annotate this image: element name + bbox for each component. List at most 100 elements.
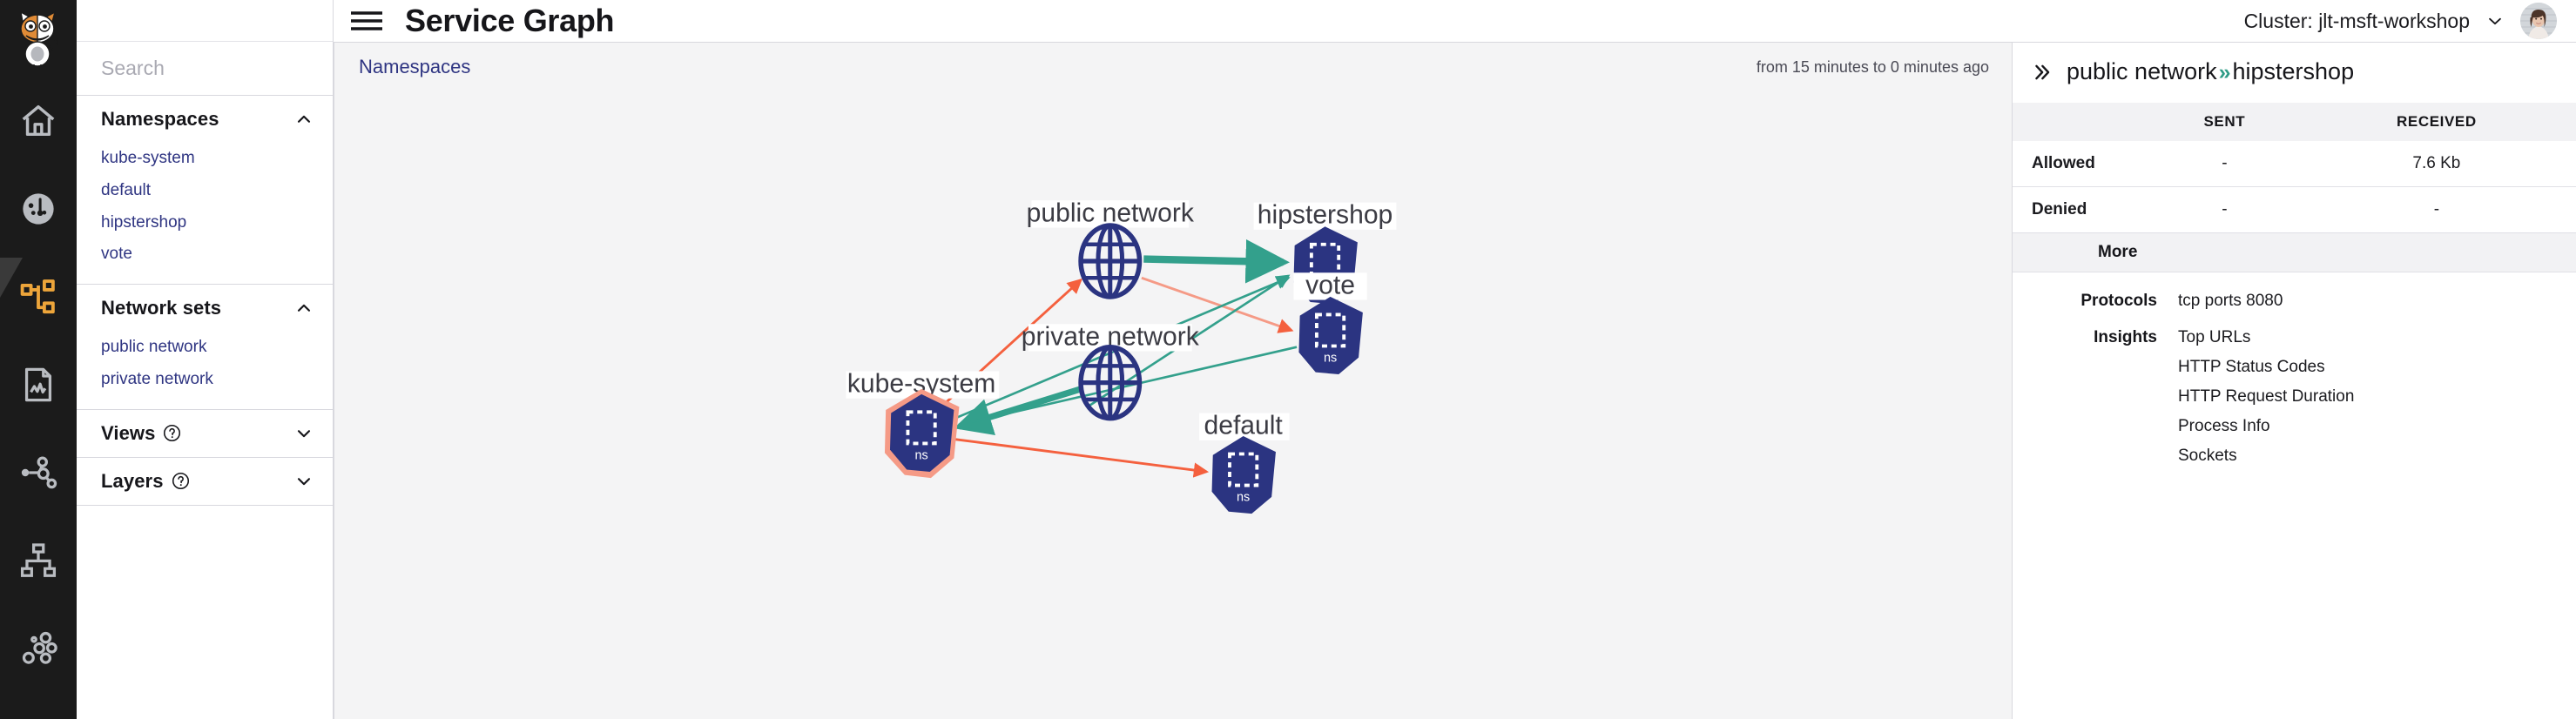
- home-icon: [22, 104, 55, 136]
- section-title-network-sets: Network sets: [101, 297, 222, 319]
- main-column: Service Graph Cluster: jlt-msft-workshop: [334, 0, 2576, 719]
- allowed-received-value: 7.6 Kb: [2412, 154, 2461, 172]
- table-header-received: RECEIVED: [2296, 103, 2576, 141]
- rail-item-nodes[interactable]: [0, 604, 77, 692]
- sidebar-item-private-network[interactable]: private network: [101, 369, 213, 388]
- detail-target-label[interactable]: hipstershop: [2232, 58, 2355, 84]
- graph-node-label-hipstershop: hipstershop: [1258, 201, 1393, 230]
- graph-toolbar: Namespaces from 15 minutes to 0 minutes …: [334, 43, 2012, 91]
- chevron-up-icon[interactable]: [294, 110, 314, 129]
- edge-vote-to-kube-system[interactable]: [957, 346, 1298, 429]
- chevron-down-icon[interactable]: [294, 424, 314, 443]
- graph-node-private-network[interactable]: private network: [1022, 322, 1200, 418]
- share-nodes-icon: [21, 456, 57, 488]
- more-section-header[interactable]: More: [2013, 233, 2576, 272]
- graph-node-label-default: default: [1204, 412, 1283, 440]
- insight-process-info[interactable]: Process Info: [2178, 417, 2270, 435]
- sidebar-search-row: [77, 42, 418, 96]
- edge-public-network-to-hipstershop[interactable]: [1143, 239, 1290, 284]
- cluster-selector-label[interactable]: Cluster: jlt-msft-workshop: [2243, 9, 2470, 32]
- question-circle-icon[interactable]: [172, 472, 190, 490]
- denied-received-value: -: [2433, 200, 2440, 218]
- insights-row: Insights Top URLs HTTP Status Codes HTTP…: [2013, 311, 2576, 466]
- sidebar-item-kube-system[interactable]: kube-system: [101, 149, 195, 167]
- insights-label: Insights: [2094, 328, 2157, 346]
- sidebar-item-hipstershop[interactable]: hipstershop: [101, 212, 187, 232]
- rail-item-logs[interactable]: [0, 340, 77, 428]
- section-title-layers: Layers: [101, 470, 190, 493]
- chevron-double-right-icon: »: [2218, 60, 2231, 84]
- section-title-views: Views: [101, 422, 181, 445]
- insight-sockets[interactable]: Sockets: [2178, 447, 2237, 465]
- breadcrumb[interactable]: Namespaces: [359, 56, 471, 77]
- section-title-layers-label: Layers: [101, 469, 164, 492]
- avatar[interactable]: [2520, 3, 2557, 39]
- search-input[interactable]: [101, 57, 359, 80]
- sidebar-section-views: Views: [77, 410, 333, 458]
- graph-node-label-vote: vote: [1305, 271, 1355, 299]
- table-row: Allowed - 7.6 Kb: [2013, 141, 2576, 187]
- section-header-layers[interactable]: Layers: [77, 458, 333, 505]
- insights-values: Top URLs HTTP Status Codes HTTP Request …: [2178, 328, 2354, 466]
- row-label-denied: Denied: [2032, 200, 2087, 218]
- insight-http-status-codes[interactable]: HTTP Status Codes: [2178, 358, 2325, 376]
- table-row: Denied - -: [2013, 187, 2576, 233]
- sidebar-item-public-network[interactable]: public network: [101, 338, 207, 356]
- graph-node-vote[interactable]: vote: [1293, 271, 1367, 376]
- graph-svg[interactable]: ns ns: [334, 91, 2012, 719]
- edge-kube-system-to-default[interactable]: [954, 438, 1210, 478]
- sidebar-item-vote[interactable]: vote: [101, 245, 132, 264]
- question-circle-icon[interactable]: [163, 424, 181, 442]
- chevron-down-icon[interactable]: [2485, 11, 2505, 30]
- rail-item-home[interactable]: [0, 77, 77, 165]
- section-header-views[interactable]: Views: [77, 410, 333, 457]
- rail-item-flow-visualizer[interactable]: [0, 428, 77, 516]
- protocols-value: tcp ports 8080: [2178, 292, 2283, 310]
- graph-node-public-network[interactable]: public network: [1027, 198, 1195, 297]
- detail-panel-header: public network » hipstershop: [2013, 43, 2576, 103]
- graph-nodes: public network private network hipster: [846, 198, 1397, 516]
- service-graph-icon: [20, 279, 55, 313]
- service-graph-canvas-wrapper: Namespaces from 15 minutes to 0 minutes …: [334, 42, 2012, 719]
- section-title-namespaces: Namespaces: [101, 108, 219, 130]
- page-title: Service Graph: [405, 3, 615, 38]
- dashboard-gauge-icon: [23, 192, 54, 225]
- edge-public-network-to-vote[interactable]: [1141, 276, 1294, 333]
- chevron-down-icon[interactable]: [294, 472, 314, 491]
- logs-document-icon: [24, 367, 52, 401]
- table-header-blank: [2013, 103, 2152, 141]
- content-row: Namespaces from 15 minutes to 0 minutes …: [334, 42, 2576, 719]
- chevron-up-icon[interactable]: [294, 299, 314, 318]
- detail-panel: public network » hipstershop SENT RECEIV…: [2012, 42, 2576, 719]
- icon-rail: [0, 0, 77, 719]
- sidebar-header-spacer: [77, 0, 333, 42]
- graph-node-default[interactable]: default: [1199, 412, 1290, 516]
- calico-cat-logo[interactable]: [0, 0, 77, 77]
- insight-http-request-duration[interactable]: HTTP Request Duration: [2178, 387, 2355, 406]
- chevron-double-right-icon[interactable]: [2032, 61, 2054, 84]
- top-header-bar: Service Graph Cluster: jlt-msft-workshop: [334, 0, 2576, 42]
- graph-canvas[interactable]: ns ns: [334, 91, 2012, 719]
- graph-node-kube-system[interactable]: kube-system: [846, 369, 1000, 480]
- section-header-namespaces[interactable]: Namespaces: [77, 96, 333, 143]
- sitemap-icon: [20, 542, 57, 577]
- rail-item-dashboard[interactable]: [0, 165, 77, 252]
- graph-node-hipstershop[interactable]: hipstershop: [1253, 201, 1397, 306]
- top-header-right: Cluster: jlt-msft-workshop: [2244, 3, 2576, 39]
- protocols-values: tcp ports 8080: [2178, 292, 2283, 311]
- section-body-network-sets: public network private network: [77, 332, 333, 409]
- detail-source-label[interactable]: public network: [2067, 58, 2217, 84]
- rail-item-policies[interactable]: [0, 516, 77, 604]
- sidebar-section-layers: Layers: [77, 458, 333, 506]
- section-header-network-sets[interactable]: Network sets: [77, 285, 333, 332]
- hamburger-icon[interactable]: [347, 8, 386, 34]
- traffic-table: SENT RECEIVED Allowed - 7.6 Kb Denied -: [2013, 103, 2576, 233]
- sidebar-item-default[interactable]: default: [101, 180, 152, 199]
- table-header-row: SENT RECEIVED: [2013, 103, 2576, 141]
- insight-top-urls[interactable]: Top URLs: [2178, 328, 2251, 346]
- row-label-allowed: Allowed: [2032, 154, 2095, 172]
- cluster-nodes-icon: [22, 631, 57, 664]
- rail-item-service-graph[interactable]: [0, 252, 77, 340]
- protocols-label: Protocols: [2080, 292, 2157, 310]
